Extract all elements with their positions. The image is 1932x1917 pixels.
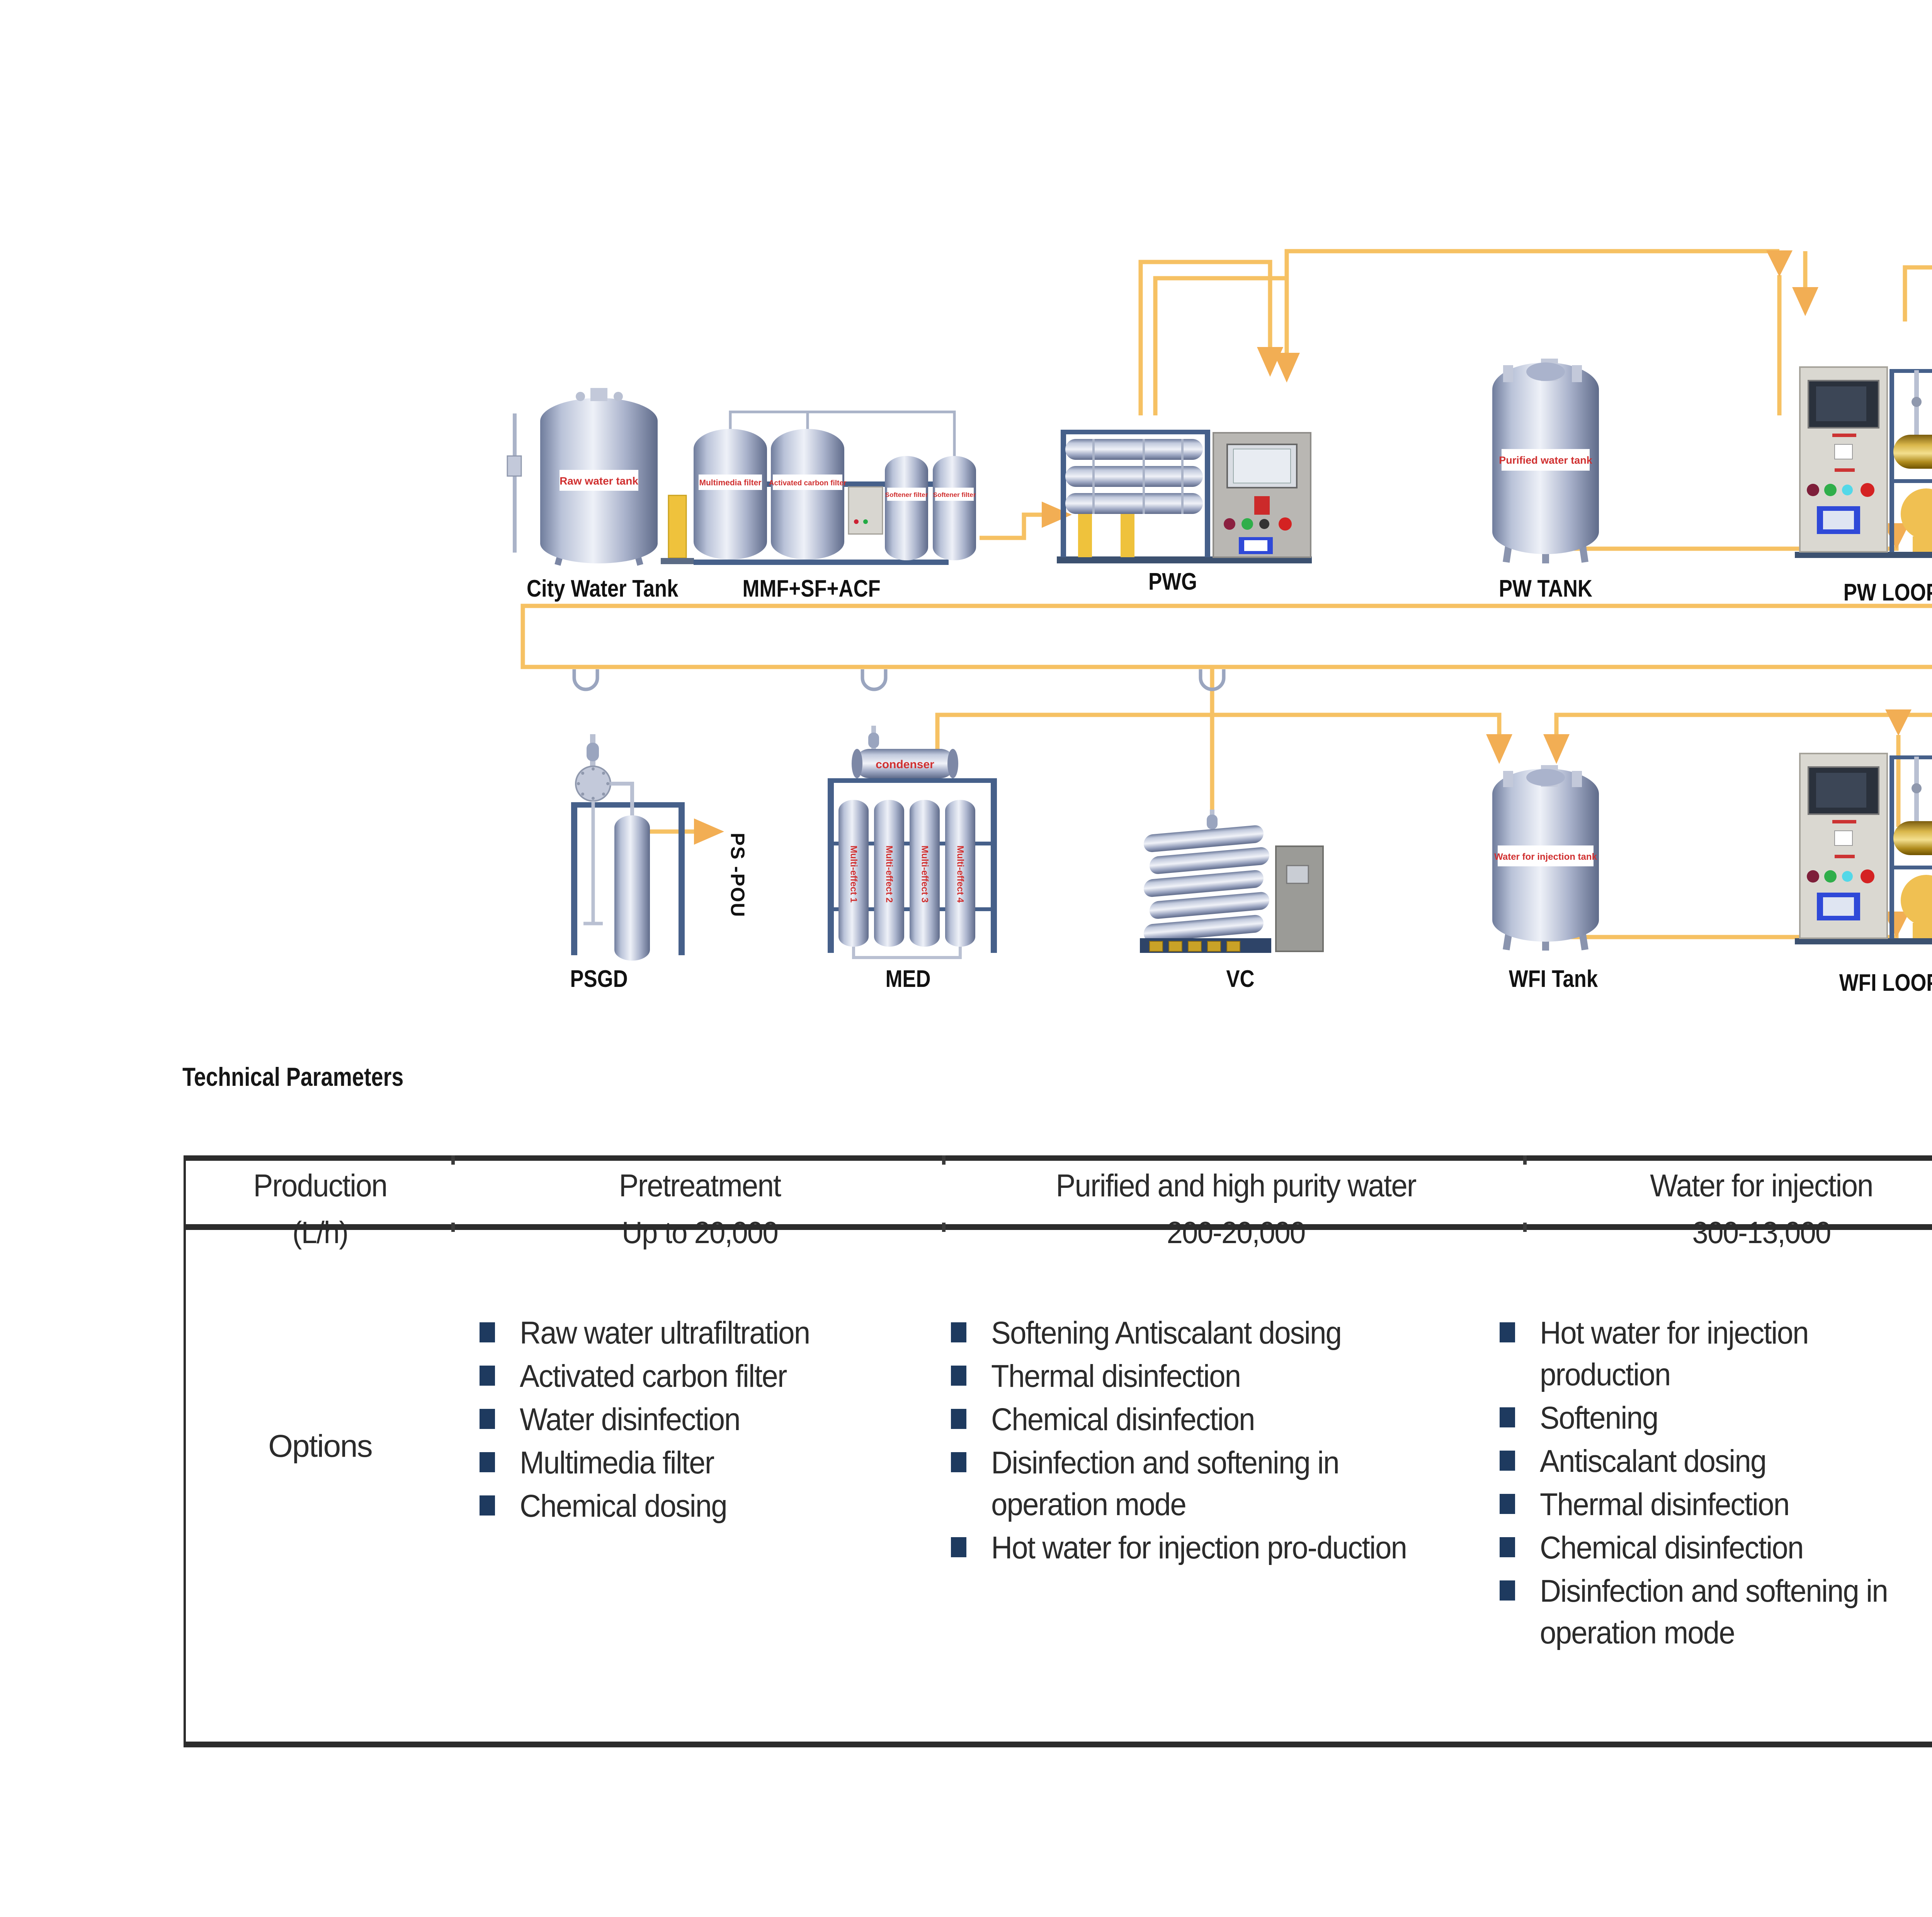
pipe-wfiskid-feed-stub	[1898, 713, 1932, 717]
option-item: Thermal disinfection	[1500, 1484, 1932, 1526]
bullet-square-icon	[480, 1452, 495, 1472]
pipe-pw-pou-return-transfer	[520, 604, 1932, 669]
city-water-tank-equipment: Raw water tank	[507, 388, 694, 566]
pwg-equipment	[1057, 430, 1312, 563]
bullet-square-icon	[1500, 1580, 1515, 1601]
bullet-square-icon	[951, 1452, 966, 1472]
bullet-square-icon	[951, 1322, 966, 1342]
bullet-square-icon	[951, 1537, 966, 1557]
pipe-pw-pou-supply	[1903, 265, 1932, 321]
label-mmf: MMF+SF+ACF	[742, 575, 881, 602]
pretreatment-filters-equipment: Multimedia filter Activated carbon filte…	[694, 410, 976, 565]
svg-text:Multi-effect 3: Multi-effect 3	[920, 845, 930, 903]
table-bottom-border	[184, 1742, 1932, 1747]
option-item: Antiscalant dosing	[1500, 1441, 1932, 1482]
pipe-crossing-symbols	[572, 669, 1226, 691]
pipe-mmf-to-pwg	[980, 512, 1043, 540]
option-item: Disinfection and softening in operation …	[951, 1442, 1461, 1526]
bullet-square-icon	[951, 1409, 966, 1429]
svg-text:Softener filter: Softener filter	[933, 491, 976, 498]
svg-text:Softener filter: Softener filter	[885, 491, 928, 498]
option-item: Chemical dosing	[480, 1485, 928, 1527]
col-header-pretreatment: Pretreatment Up to 20,000	[619, 1168, 781, 1250]
process-flow-diagram: Raw water tank Multimedia filter Activat…	[507, 249, 1932, 961]
pw-tank-equipment: Purified water tank	[1492, 359, 1599, 563]
label-ps-pou: PS -POU	[727, 833, 748, 918]
purified-tank-label: Purified water tank	[1499, 454, 1593, 466]
option-item: Raw water ultrafiltration	[480, 1312, 928, 1354]
bullet-square-icon	[1500, 1407, 1515, 1427]
svg-text:Activated carbon filter: Activated carbon filter	[769, 479, 847, 487]
option-item: Water disinfection	[480, 1399, 928, 1441]
pipe-pwg-to-pwtank-2	[1153, 276, 1289, 415]
pipe-med-product	[935, 713, 1502, 759]
label-pwg: PWG	[1148, 568, 1197, 595]
arrow-pwskid-riser-up	[1766, 250, 1793, 277]
bullet-square-icon	[480, 1409, 495, 1429]
col-header-purified: Purified and high purity water 200-20,00…	[1056, 1168, 1417, 1250]
section-title: Technical Parameters	[182, 1062, 404, 1092]
label-pw-tank: PW TANK	[1498, 575, 1592, 602]
raw-tank-label: Raw water tank	[560, 475, 638, 487]
svg-text:Multi-effect 2: Multi-effect 2	[884, 845, 895, 903]
arrow-into-pwskid	[1792, 287, 1818, 316]
table-top-border	[184, 1155, 1932, 1161]
bullet-square-icon	[480, 1322, 495, 1342]
wfi-tank-red-label: Water for injection tank	[1494, 852, 1597, 862]
col-header-wfi: Water for injection 300-13,000	[1650, 1168, 1873, 1250]
option-item: Chemical disinfection	[951, 1399, 1461, 1441]
vc-equipment	[1140, 810, 1324, 953]
label-wfi-tank: WFI Tank	[1509, 966, 1598, 992]
svg-text:Multimedia filter: Multimedia filter	[699, 478, 761, 487]
technical-parameters-table: Production (L/h) Pretreatment Up to 20,0…	[184, 1155, 1932, 1747]
col-header-production: Production (L/h)	[253, 1168, 388, 1250]
bullet-square-icon	[480, 1366, 495, 1386]
label-city-water-tank: City Water Tank	[527, 575, 679, 602]
wfi-tank-equipment: Water for injection tank	[1492, 765, 1599, 951]
bullet-square-icon	[480, 1495, 495, 1516]
options-row-label: Options	[268, 1429, 373, 1464]
pipe-pwg-to-pwtank-1	[1138, 260, 1272, 415]
flow-arrows	[694, 250, 1912, 942]
arrow-ps-pou-right	[694, 818, 724, 845]
label-vc: VC	[1226, 966, 1255, 992]
bullet-square-icon	[1500, 1451, 1515, 1471]
pipe-pwloop-return	[1284, 249, 1782, 415]
option-item: Hot water for injection pro-duction	[951, 1527, 1461, 1569]
arrow-into-pwg-right	[1042, 502, 1072, 528]
svg-text:Multi-effect 4: Multi-effect 4	[955, 845, 966, 903]
option-item: Hot water for injection production	[1500, 1312, 1932, 1396]
option-item: Multimedia filter	[480, 1442, 928, 1484]
wfi-loop-skid-equipment	[1795, 753, 1932, 944]
arrow-wfiskid-riser-up	[1885, 709, 1912, 736]
bullet-square-icon	[1500, 1494, 1515, 1514]
option-item: Thermal disinfection	[951, 1356, 1461, 1397]
label-psgd: PSGD	[570, 966, 628, 992]
condenser-label: condenser	[876, 758, 934, 771]
psgd-equipment	[571, 734, 685, 961]
table-header-divider	[184, 1224, 1932, 1230]
arrow-into-wfitank-right	[1543, 734, 1570, 764]
arrow-into-pwtank-2	[1274, 353, 1300, 383]
option-item: Softening Antiscalant dosing	[951, 1312, 1461, 1354]
bullet-square-icon	[1500, 1537, 1515, 1557]
option-item: Disinfection and softening in operation …	[1500, 1570, 1932, 1654]
med-equipment: condenser Multi-effect 1 Multi-effect 2 …	[828, 726, 997, 959]
option-item: Softening	[1500, 1397, 1932, 1439]
pipe-wfiloop-return	[1554, 713, 1901, 827]
option-item: Chemical disinfection	[1500, 1527, 1932, 1569]
option-item: Activated carbon filter	[480, 1356, 928, 1397]
pw-loop-skid-equipment	[1795, 366, 1932, 558]
label-med: MED	[885, 966, 931, 992]
bullet-square-icon	[951, 1366, 966, 1386]
bullet-square-icon	[1500, 1322, 1515, 1342]
arrow-into-wfitank-left	[1486, 734, 1512, 764]
svg-text:Multi-effect 1: Multi-effect 1	[849, 845, 859, 903]
